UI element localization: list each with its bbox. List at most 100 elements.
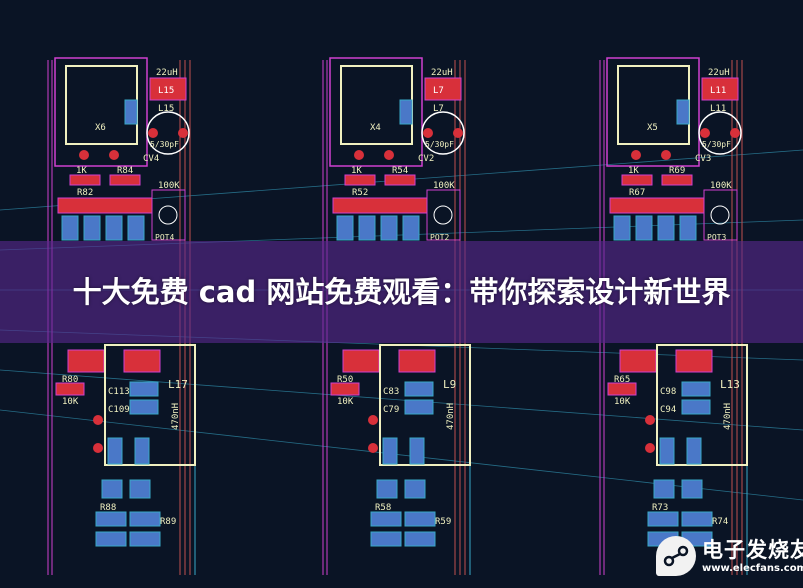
resistor: [370, 511, 402, 527]
inductor-value: 470nH: [446, 403, 456, 430]
resistor: [607, 382, 637, 396]
resistor: [344, 174, 376, 186]
inductor-label: L7: [433, 86, 444, 96]
test-pad: [93, 415, 103, 425]
capacitor: [129, 381, 159, 397]
crystal-pad: [384, 150, 394, 160]
pot-body: [433, 205, 453, 225]
trimmer-body: [146, 111, 190, 155]
resistor-label: R84: [117, 166, 133, 176]
resistor-label: R89: [160, 517, 176, 527]
trimmer-pad: [700, 128, 710, 138]
pot-body: [158, 205, 178, 225]
resistor-label: R59: [435, 517, 451, 527]
trimmer-body: [698, 111, 742, 155]
inductor-value: 22uH: [431, 68, 453, 78]
capacitor: [404, 381, 434, 397]
resistor: [129, 511, 161, 527]
resistor: [370, 531, 402, 547]
resistor: [330, 382, 360, 396]
capacitor-label: C109: [108, 405, 130, 415]
resistor: [95, 511, 127, 527]
capacitor: [402, 215, 420, 241]
resistor-label: R74: [712, 517, 728, 527]
pot-label: POT2: [430, 233, 449, 242]
capacitor: [653, 479, 675, 499]
inductor-outline: [104, 344, 196, 466]
pot-outline: [703, 189, 738, 241]
capacitor: [358, 215, 376, 241]
capacitor: [107, 437, 123, 465]
test-pad: [368, 415, 378, 425]
crystal-label: X5: [647, 123, 658, 133]
inductor-value: 470nH: [723, 403, 733, 430]
resistor: [647, 511, 679, 527]
resistor-label: R50: [337, 375, 353, 385]
crystal-outline: [606, 57, 700, 167]
crystal-pad: [354, 150, 364, 160]
trimmer-pad: [178, 128, 188, 138]
inductor-label: L13: [720, 378, 740, 391]
pot-body: [710, 205, 730, 225]
resistor: [681, 511, 713, 527]
capacitor: [129, 399, 159, 415]
resistor: [129, 531, 161, 547]
pot-outline: [151, 189, 186, 241]
inductor-outline: [379, 344, 471, 466]
resistor-label: R67: [629, 188, 645, 198]
capacitor: [657, 215, 675, 241]
capacitor-label: C94: [660, 405, 676, 415]
capacitor: [382, 437, 398, 465]
resistor: [404, 511, 436, 527]
inductor-label: L15: [158, 86, 174, 96]
capacitor: [101, 479, 123, 499]
inductor-pad: [398, 349, 436, 373]
crystal-label: X6: [95, 123, 106, 133]
inductor-pad: [675, 349, 713, 373]
pot-value: 100K: [158, 181, 180, 191]
capacitor: [124, 99, 138, 125]
watermark-name: 电子发烧友: [702, 537, 803, 562]
capacitor: [681, 381, 711, 397]
title-banner: 十大免费 cad 网站免费观看：带你探索设计新世界: [0, 241, 803, 343]
resistor-value: 10K: [614, 397, 631, 407]
capacitor: [613, 215, 631, 241]
pot-label: POT4: [155, 233, 174, 242]
resistor-array: [609, 197, 705, 214]
trace-line: [0, 369, 803, 431]
capacitor: [127, 215, 145, 241]
crystal-outline: [54, 57, 148, 167]
capacitor: [635, 215, 653, 241]
resistor-value: 10K: [62, 397, 79, 407]
capacitor: [409, 437, 425, 465]
capacitor: [376, 479, 398, 499]
crystal-outline: [329, 57, 423, 167]
capacitor: [404, 399, 434, 415]
trimmer-pad: [453, 128, 463, 138]
capacitor: [134, 437, 150, 465]
capacitor: [659, 437, 675, 465]
resistor-label: R54: [392, 166, 408, 176]
resistor-array: [57, 197, 153, 214]
inductor-value: 22uH: [156, 68, 178, 78]
crystal-pad: [109, 150, 119, 160]
capacitor-label: C98: [660, 387, 676, 397]
test-pad: [645, 415, 655, 425]
inductor-pad: [149, 77, 187, 101]
inductor-ref: L11: [710, 104, 726, 114]
capacitor: [404, 479, 426, 499]
pot-value: 100K: [710, 181, 732, 191]
capacitor: [105, 215, 123, 241]
trimmer-label: CV2: [418, 154, 434, 164]
test-pad: [368, 443, 378, 453]
trimmer-value: 5/30pF: [425, 140, 454, 149]
capacitor: [681, 399, 711, 415]
trimmer-pad: [148, 128, 158, 138]
inductor-ref: L15: [158, 104, 174, 114]
capacitor: [380, 215, 398, 241]
resistor: [404, 531, 436, 547]
resistor-value: 1K: [351, 166, 362, 176]
